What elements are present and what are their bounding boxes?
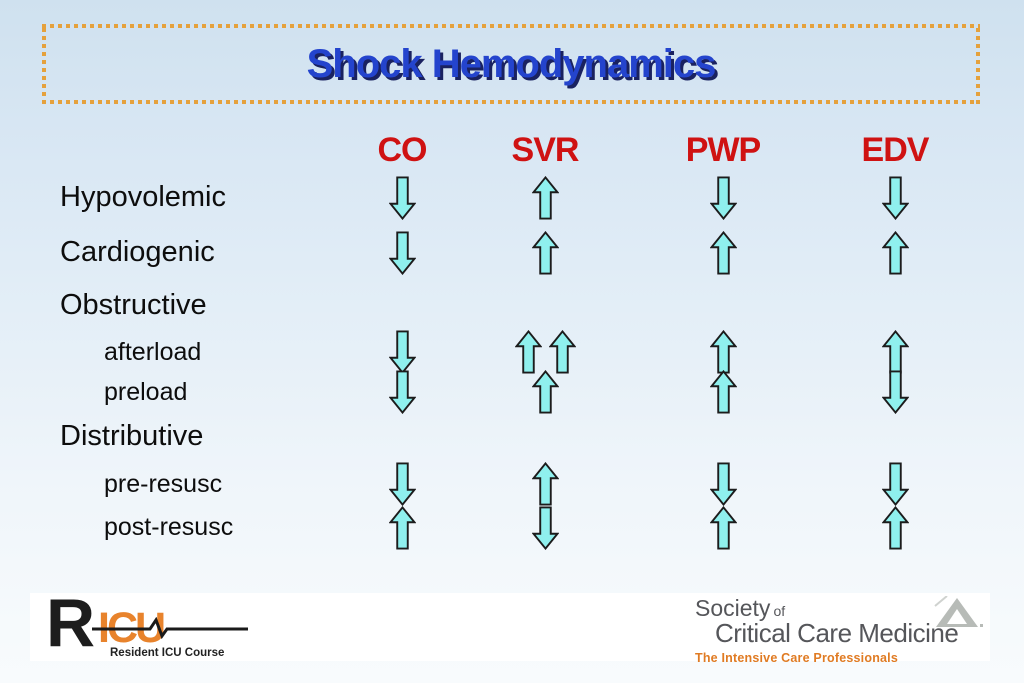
up-arrow-icon bbox=[881, 505, 909, 550]
row-preload: preload bbox=[60, 370, 960, 414]
cell-svr bbox=[474, 370, 616, 414]
cell-svr bbox=[474, 462, 616, 506]
cell-co bbox=[330, 462, 474, 506]
up-arrow-icon bbox=[531, 175, 559, 220]
down-arrow-icon bbox=[388, 370, 416, 414]
cell-svr bbox=[474, 230, 616, 275]
up-arrow-icon bbox=[531, 462, 559, 506]
cell-pwp bbox=[616, 462, 830, 506]
row-cardiogenic: Cardiogenic bbox=[60, 225, 960, 280]
row-afterload: afterload bbox=[60, 330, 960, 374]
cell-pwp bbox=[616, 330, 830, 374]
cell-co bbox=[330, 330, 474, 374]
cell-pwp bbox=[616, 370, 830, 414]
ricu-caption: Resident ICU Course bbox=[110, 647, 225, 659]
up-arrow-icon bbox=[531, 230, 559, 275]
up-arrow-icon bbox=[709, 370, 737, 414]
up-arrow-icon bbox=[881, 330, 909, 374]
cell-svr bbox=[474, 505, 616, 550]
hemodynamics-table: CO SVR PWP EDV Hypovolemic Cardiogenic O… bbox=[60, 130, 960, 550]
cell-svr bbox=[474, 175, 616, 220]
column-header-pwp: PWP bbox=[685, 130, 761, 169]
cell-pwp bbox=[616, 230, 830, 275]
cell-pwp bbox=[616, 505, 830, 550]
column-header-edv: EDV bbox=[861, 130, 930, 169]
ekg-line-icon bbox=[92, 617, 248, 639]
down-arrow-icon bbox=[388, 230, 416, 275]
cell-edv bbox=[830, 175, 960, 220]
cell-edv bbox=[830, 230, 960, 275]
row-label: afterload bbox=[104, 337, 202, 366]
down-arrow-icon bbox=[388, 330, 416, 374]
sccm-society: Society bbox=[695, 595, 771, 621]
cell-edv bbox=[830, 330, 960, 374]
row-label: Cardiogenic bbox=[60, 236, 215, 268]
up-arrow-icon bbox=[514, 330, 542, 374]
down-arrow-icon bbox=[881, 462, 909, 506]
title-box: Shock Hemodynamics bbox=[42, 24, 980, 104]
cell-edv bbox=[830, 370, 960, 414]
up-arrow-icon bbox=[709, 230, 737, 275]
row-pre-resusc: pre-resusc bbox=[60, 462, 960, 506]
down-arrow-icon bbox=[881, 370, 909, 414]
row-hypovolemic: Hypovolemic bbox=[60, 170, 960, 225]
cell-svr bbox=[474, 330, 616, 374]
up-arrow-icon bbox=[709, 330, 737, 374]
row-label: preload bbox=[104, 377, 188, 406]
table-header-row: CO SVR PWP EDV bbox=[60, 130, 960, 170]
cell-edv bbox=[830, 505, 960, 550]
up-arrow-icon bbox=[709, 505, 737, 550]
up-arrow-icon bbox=[548, 330, 576, 374]
row-label: pre-resusc bbox=[104, 469, 223, 498]
down-arrow-icon bbox=[709, 462, 737, 506]
row-label: Hypovolemic bbox=[60, 181, 226, 213]
down-arrow-icon bbox=[709, 175, 737, 220]
up-arrow-icon bbox=[531, 370, 559, 414]
sccm-of: of bbox=[773, 603, 786, 619]
cell-co bbox=[330, 175, 474, 220]
down-arrow-icon bbox=[388, 175, 416, 220]
down-arrow-icon bbox=[881, 175, 909, 220]
sccm-triangle-icon bbox=[934, 596, 983, 627]
row-label: post-resusc bbox=[104, 513, 234, 541]
cell-pwp bbox=[616, 175, 830, 220]
cell-co bbox=[330, 370, 474, 414]
down-arrow-icon bbox=[388, 462, 416, 506]
cell-edv bbox=[830, 462, 960, 506]
up-arrow-icon bbox=[388, 505, 416, 550]
ricu-r-letter: R bbox=[46, 585, 96, 661]
page-title: Shock Hemodynamics bbox=[306, 41, 717, 86]
down-arrow-icon bbox=[531, 505, 559, 550]
cell-co bbox=[330, 230, 474, 275]
sccm-tagline: The Intensive Care Professionals bbox=[695, 651, 899, 666]
row-label: Distributive bbox=[60, 419, 204, 452]
column-header-co: CO bbox=[377, 130, 428, 169]
row-distributive: Distributive bbox=[60, 410, 960, 462]
row-label: Obstructive bbox=[60, 288, 207, 321]
ricu-logo: R ICU Resident ICU Course bbox=[46, 589, 276, 659]
sccm-line2: Critical Care Medicine bbox=[715, 618, 959, 649]
up-arrow-icon bbox=[881, 230, 909, 275]
row-post-resusc: post-resusc bbox=[60, 505, 960, 550]
column-header-svr: SVR bbox=[511, 130, 580, 169]
row-obstructive: Obstructive bbox=[60, 280, 960, 330]
cell-co bbox=[330, 505, 474, 550]
